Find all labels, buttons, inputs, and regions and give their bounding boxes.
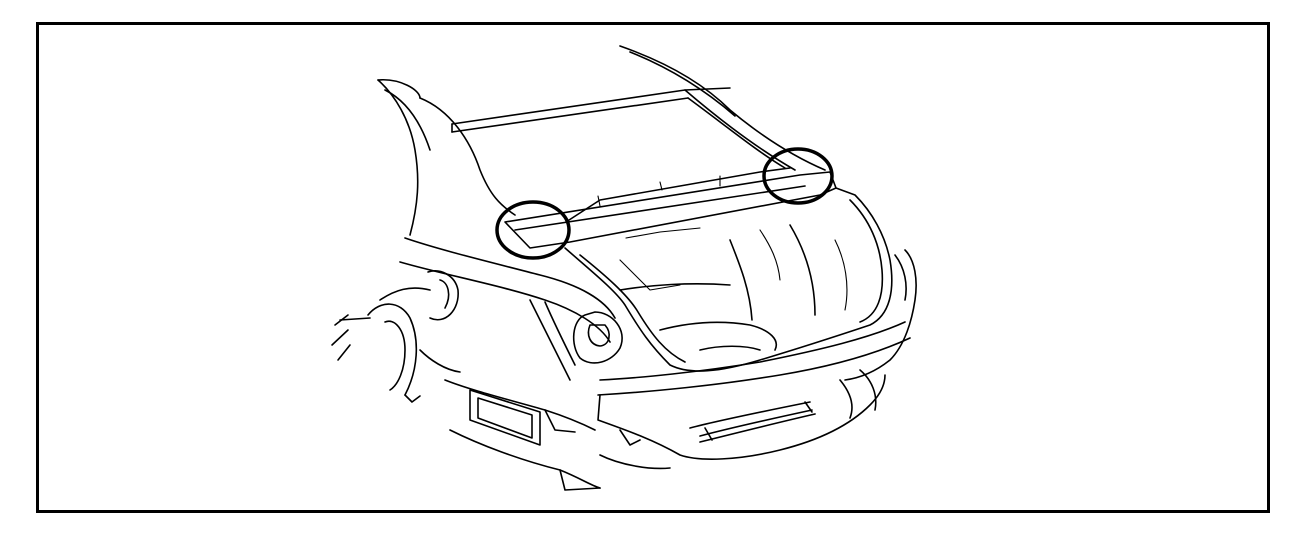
rear-panel xyxy=(597,249,917,460)
left-attachment-marker xyxy=(495,200,571,260)
lower-body xyxy=(444,379,671,491)
rear-window xyxy=(451,45,826,171)
c-pillar-left xyxy=(377,79,516,236)
tail-light-opening xyxy=(529,299,623,381)
right-attachment-marker xyxy=(762,147,834,205)
quarter-panel xyxy=(331,237,616,403)
trunk-opening xyxy=(564,187,893,372)
